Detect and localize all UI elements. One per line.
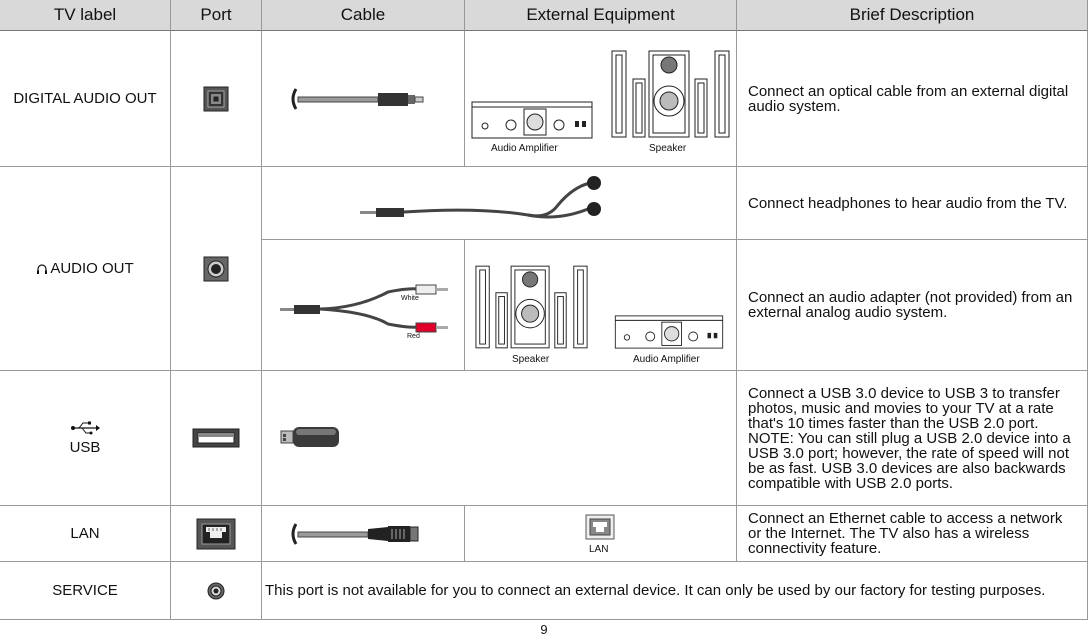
label-usb: USB — [0, 371, 171, 506]
desc-digital-audio: Connect an optical cable from an externa… — [737, 31, 1088, 167]
tag-white: White — [401, 295, 419, 302]
label-audio-out: AUDIO OUT — [0, 167, 171, 371]
caption-lan: LAN — [589, 544, 609, 555]
optical-port-icon — [203, 86, 229, 111]
service-port-icon — [207, 582, 225, 599]
audio-amplifier-icon — [471, 101, 593, 139]
header-port: Port — [171, 0, 262, 31]
ethernet-cable-icon — [291, 522, 419, 545]
cable-lan — [262, 506, 465, 562]
speaker-set-icon — [611, 50, 730, 138]
port-lan — [171, 506, 262, 562]
header-brief-description: Brief Description — [737, 0, 1088, 31]
label-lan: LAN — [0, 506, 171, 562]
equipment-digital: Audio Amplifier Speaker — [465, 31, 737, 167]
label-digital-audio-out: DIGITAL AUDIO OUT — [0, 31, 171, 167]
page-number: 9 — [540, 622, 548, 637]
lan-socket-icon — [585, 514, 615, 540]
header-tv-label: TV label — [0, 0, 171, 31]
cable-audio-adapter: White Red — [262, 240, 465, 371]
equipment-analog: Speaker Audio Amplifier — [465, 240, 737, 371]
equipment-lan: LAN — [465, 506, 737, 562]
lan-port-icon — [196, 518, 236, 549]
caption-speaker: Speaker — [649, 143, 687, 154]
header-external-equipment: External Equipment — [465, 0, 737, 31]
rca-adapter-cable-icon — [280, 284, 448, 333]
caption-audio-amplifier: Audio Amplifier — [491, 143, 558, 154]
caption-speaker-2: Speaker — [512, 354, 550, 365]
port-usb — [171, 371, 262, 506]
desc-service: This port is not available for you to co… — [262, 562, 1088, 620]
desc-headphones: Connect headphones to hear audio from th… — [737, 167, 1088, 240]
header-cable: Cable — [262, 0, 465, 31]
usb-label-text: USB — [69, 438, 101, 456]
usb-port-icon — [192, 428, 240, 448]
cable-optical — [262, 31, 465, 167]
audio-out-label-text: AUDIO OUT — [50, 260, 134, 277]
cable-usb — [262, 371, 737, 506]
desc-audio-adapter: Connect an audio adapter (not provided) … — [737, 240, 1088, 371]
optical-cable-icon — [291, 87, 424, 110]
usb-drive-icon — [280, 427, 339, 447]
usb-symbol-icon — [71, 421, 100, 434]
connection-table: TV label Port Cable External Equipment B… — [0, 0, 1088, 620]
port-service — [171, 562, 262, 620]
headphones-cable-icon — [360, 176, 601, 219]
headphone-icon — [37, 263, 48, 274]
port-audio-out — [171, 167, 262, 371]
desc-lan: Connect an Ethernet cable to access a ne… — [737, 506, 1088, 562]
cable-headphones — [262, 167, 737, 240]
audio-amplifier-icon-2 — [614, 315, 724, 349]
audio-jack-icon — [203, 256, 229, 281]
desc-usb: Connect a USB 3.0 device to USB 3 to tra… — [737, 371, 1088, 506]
port-digital-audio — [171, 31, 262, 167]
label-service: SERVICE — [0, 562, 171, 620]
tag-red: Red — [407, 333, 420, 340]
speaker-set-icon-2 — [475, 265, 588, 349]
caption-audio-amplifier-2: Audio Amplifier — [633, 354, 700, 365]
